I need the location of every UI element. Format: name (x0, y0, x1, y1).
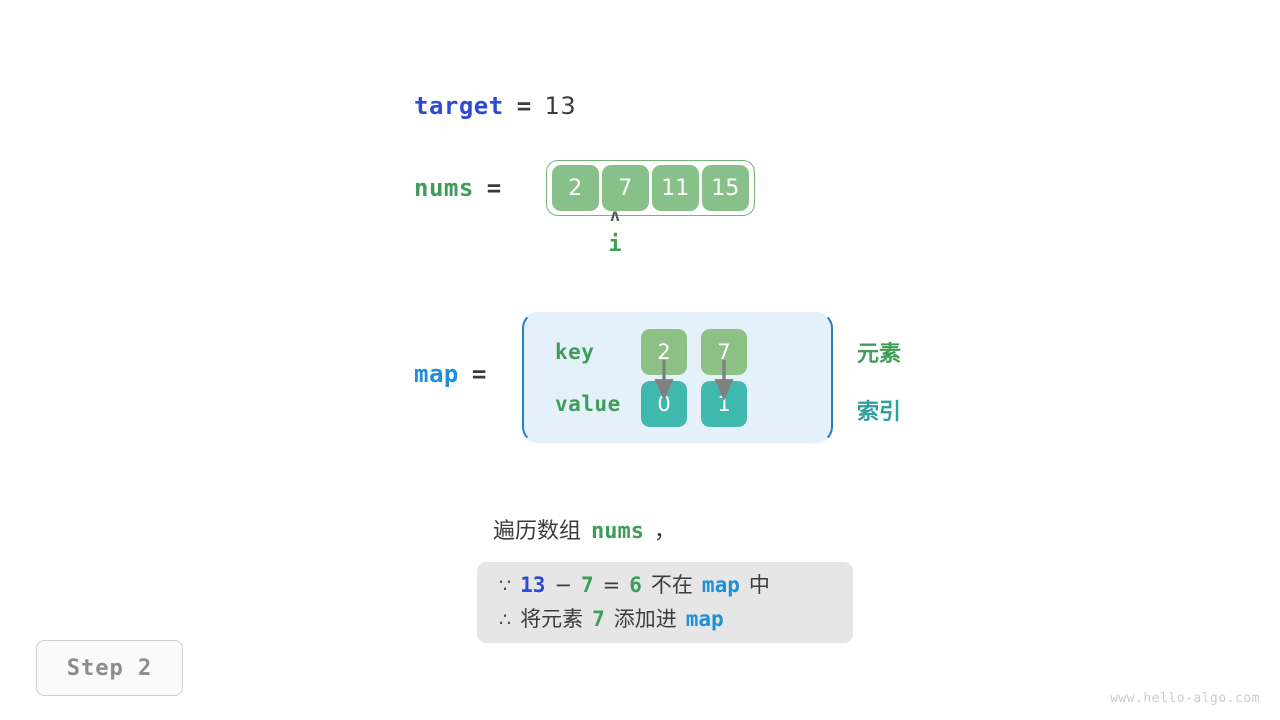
map-value-cells: 0 1 (641, 380, 747, 427)
map-key-cell: 7 (701, 328, 747, 375)
array-cell: 7 (601, 165, 649, 211)
map-label-group: map = (414, 360, 487, 388)
caption-prefix: 遍历数组 (493, 519, 582, 544)
conclusion-line-1: ∵ 13 − 7 = 6 不在 map 中 (499, 570, 831, 601)
conclusion-complement-value: 6 (629, 573, 642, 597)
nums-array-container: 2 7 11 15 (545, 160, 755, 216)
pointer-caret-icon: ʌ (609, 206, 621, 226)
map-side-labels: 元素 索引 (857, 336, 901, 426)
map-value-cell: 0 (641, 380, 687, 427)
pointer-label: i (608, 232, 622, 257)
array-cell: 15 (701, 165, 749, 211)
map-variable-name: map (414, 360, 459, 388)
caption-code-nums: nums (591, 519, 644, 544)
conclusion-target-value: 13 (520, 573, 546, 597)
target-equals-sign: = (516, 92, 532, 120)
conclusion-not-in-text: 不在 (650, 573, 693, 597)
because-symbol: ∵ (499, 575, 512, 597)
equals-operator: = (602, 573, 621, 597)
minus-operator: − (554, 573, 572, 597)
conclusion-map-word: map (701, 573, 740, 597)
conclusion-action-suffix: 添加进 (613, 607, 677, 631)
map-equals-sign: = (471, 360, 487, 388)
side-label-element: 元素 (857, 342, 902, 367)
map-content: key 2 7 value 0 1 (522, 312, 833, 443)
caption-text: 遍历数组 nums ， (493, 513, 676, 545)
nums-equals-sign: = (486, 174, 502, 202)
conclusion-box: ∵ 13 − 7 = 6 不在 map 中 ∴ 将元素 7 添加进 map (477, 562, 853, 643)
side-label-index: 索引 (857, 400, 902, 425)
target-value: 13 (544, 92, 577, 120)
map-key-row-label: key (555, 339, 595, 364)
conclusion-tail-text: 中 (748, 573, 770, 597)
target-variable-name: target (414, 92, 504, 120)
conclusion-added-value: 7 (592, 607, 605, 631)
nums-label-group: nums = (414, 174, 502, 202)
array-cell: 11 (651, 165, 699, 211)
nums-declaration: nums = 2 7 11 15 (414, 160, 755, 216)
map-value-row-label: value (555, 391, 621, 416)
watermark: www.hello-algo.com (1110, 691, 1260, 706)
map-key-cell: 2 (641, 328, 687, 375)
conclusion-current-value: 7 (581, 573, 594, 597)
conclusion-action-prefix: 将元素 (520, 607, 584, 631)
step-badge: Step 2 (36, 640, 183, 696)
target-declaration: target = 13 (414, 92, 576, 120)
conclusion-line-2: ∴ 将元素 7 添加进 map (499, 604, 831, 635)
conclusion-map-word: map (685, 607, 724, 631)
nums-variable-name: nums (414, 174, 474, 202)
therefore-symbol: ∴ (499, 609, 512, 631)
map-value-cell: 1 (701, 380, 747, 427)
array-cell: 2 (551, 165, 599, 211)
map-key-row: key 2 7 (555, 328, 833, 375)
caption-suffix: ， (654, 519, 677, 544)
array-pointer-group: ʌ i (592, 207, 638, 260)
map-value-row: value 0 1 (555, 380, 833, 427)
map-key-cells: 2 7 (641, 328, 747, 375)
map-declaration: map = (414, 360, 487, 388)
